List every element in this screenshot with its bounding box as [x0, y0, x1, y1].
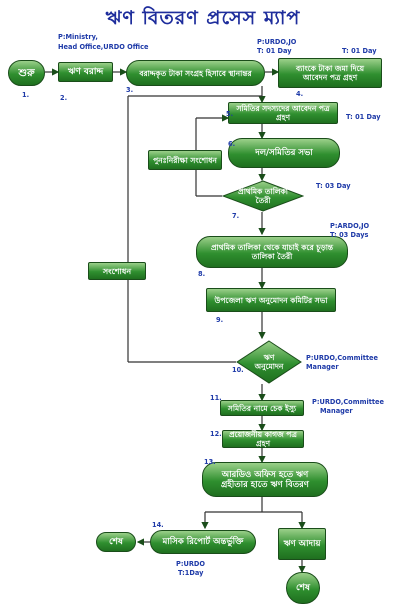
end-bottom-node: শেষ — [286, 572, 320, 604]
diamond-shape — [222, 180, 304, 212]
end-left-node: শেষ — [96, 532, 136, 552]
step-number: 7. — [232, 212, 240, 220]
fund-collection-box: বরাদ্দকৃত টাকা সংগ্রহ হিসাবে স্থানান্তর — [126, 60, 265, 86]
disbursement-box: আরডিও অফিস হতে ঋণ গ্রহীতার হাতে ঋণ বিতরণ — [202, 462, 328, 497]
monthly-report-box: মাসিক রিপোর্ট অন্তর্ভুক্তি — [150, 530, 256, 554]
step-number: 10. — [232, 366, 244, 374]
note-time-5: T: 03 Days — [330, 231, 369, 239]
loan-demand-box: ঋণ বরাদ্দ — [58, 62, 113, 82]
note-time-1: T: 01 Day — [257, 47, 292, 55]
note-manager-1: Manager — [306, 363, 339, 371]
documents-box: প্রয়োজনীয় কাগজ পত্র গ্রহণ — [222, 430, 304, 448]
note-ardo-jo: P:ARDO,JO — [330, 222, 370, 230]
preliminary-list-label: প্রাথমিক তালিকা তৈরী — [238, 187, 288, 205]
group-meeting-box: দল/সমিতির সভা — [228, 138, 340, 168]
loan-approval-label: ঋণ অনুমোদন — [254, 353, 284, 371]
note-committee-2: P:URDO,Committee — [312, 398, 384, 406]
diamond-shape — [236, 340, 302, 384]
start-node: শুরু — [8, 60, 45, 86]
step-number: 8. — [198, 270, 206, 278]
final-list-box: প্রাথমিক তালিকা থেকে যাচাই করে চূড়ান্ত … — [196, 236, 348, 268]
note-urdo: P:URDO — [176, 560, 205, 568]
step-number: 11. — [210, 394, 222, 402]
note-committee-1: P:URDO,Committee — [306, 354, 378, 362]
step-number: 12. — [210, 430, 222, 438]
note-time-3: T: 01 Day — [346, 113, 381, 121]
step-number: 5. — [226, 110, 234, 118]
loan-recovery-box: ঋণ আদায় — [278, 528, 326, 560]
note-time-2: T: 01 Day — [342, 47, 377, 55]
note-time-6: T:1Day — [178, 569, 204, 577]
application-box: সমিতির সদস্যদের আবেদন পত্র গ্রহণ — [228, 102, 338, 124]
step-number: 3. — [126, 86, 134, 94]
loan-check-box: সমিতির নামে চেক ইস্যু — [220, 400, 304, 416]
step-number: 4. — [296, 90, 304, 98]
bank-deposit-box: ব্যাংকে টাকা জমা দিয়ে আবেদন পত্র গ্রহণ — [278, 58, 382, 88]
correction-box: সংশোধন — [88, 262, 146, 280]
step-number: 6. — [228, 140, 236, 148]
loan-approval-diamond: ঋণ অনুমোদন — [236, 340, 302, 384]
note-urdo-jo: P:URDO,JO — [257, 38, 297, 46]
note-time-4: T: 03 Day — [316, 182, 351, 190]
revision-box: পুনঃনিরীক্ষা সংশোধন — [148, 150, 222, 170]
note-head-office: Head Office,URDO Office — [58, 43, 149, 51]
diagram-title: ঋণ বিতরণ প্রসেস ম্যাপ — [105, 7, 301, 29]
preliminary-list-diamond: প্রাথমিক তালিকা তৈরী — [222, 180, 304, 212]
step-number: 13. — [204, 458, 216, 466]
committee-meeting-box: উপজেলা ঋণ অনুমোদন কমিটির সভা — [206, 288, 336, 312]
step-number: 9. — [216, 316, 224, 324]
step-number: 14. — [152, 521, 164, 529]
step-number: 2. — [60, 94, 68, 102]
note-manager-2: Manager — [320, 407, 353, 415]
note-ministry: P:Ministry, — [58, 33, 98, 41]
step-number: 1. — [22, 91, 30, 99]
